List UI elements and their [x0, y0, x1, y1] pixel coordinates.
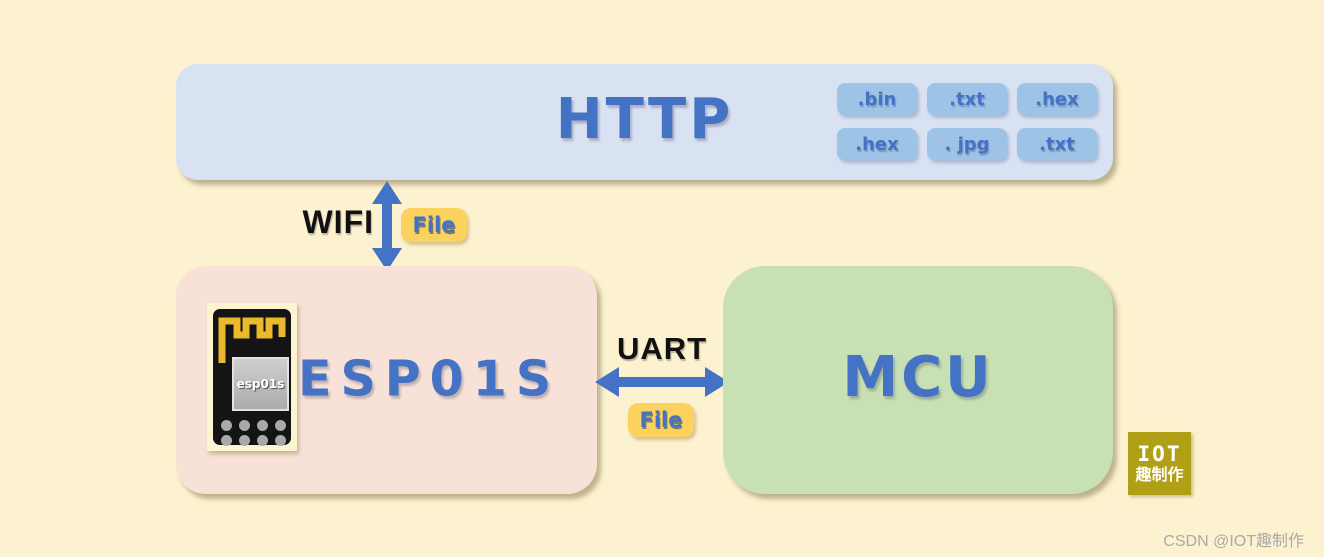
- extension-badge: .bin: [837, 83, 917, 115]
- pin: [257, 435, 268, 446]
- esp01s-chip-die: esp01s: [232, 357, 289, 411]
- esp01s-block: esp01s ESP01S: [176, 266, 597, 494]
- mcu-block-title: MCU: [842, 344, 994, 410]
- antenna-trace-icon: [218, 317, 286, 363]
- pin: [275, 420, 286, 431]
- chip-pins: [221, 420, 295, 446]
- pin: [257, 420, 268, 431]
- esp01s-block-title: ESP01S: [298, 350, 561, 408]
- pin: [239, 420, 250, 431]
- esp01s-chip-graphic: esp01s: [207, 303, 297, 451]
- logo-text-line1: IOT: [1137, 442, 1182, 466]
- chip-die-label: esp01s: [236, 377, 285, 391]
- pin: [239, 435, 250, 446]
- iot-maker-logo: IOT 趣制作: [1128, 432, 1191, 495]
- logo-text-line2: 趣制作: [1135, 465, 1184, 484]
- extension-badge: .hex: [837, 128, 917, 160]
- extension-badge: .txt: [927, 83, 1007, 115]
- http-block-title: HTTP: [555, 86, 734, 152]
- file-extension-badges: .bin .txt .hex .hex . jpg .txt: [837, 83, 1097, 160]
- extension-badge: . jpg: [927, 128, 1007, 160]
- vertical-double-arrow-icon: [372, 181, 402, 271]
- esp01s-board: esp01s: [213, 309, 291, 446]
- uart-file-badge: File: [628, 403, 694, 437]
- pin: [221, 420, 232, 431]
- wifi-link-label: WIFI: [302, 204, 374, 240]
- horizontal-double-arrow-icon: [595, 367, 729, 397]
- csdn-watermark: CSDN @IOT趣制作: [1163, 533, 1304, 550]
- http-server-block: HTTP .bin .txt .hex .hex . jpg .txt: [176, 64, 1113, 180]
- uart-link-label: UART: [616, 331, 708, 366]
- extension-badge: .txt: [1017, 128, 1097, 160]
- wifi-file-badge: File: [401, 208, 467, 242]
- pin: [221, 435, 232, 446]
- pin: [275, 435, 286, 446]
- mcu-block: MCU: [723, 266, 1113, 494]
- extension-badge: .hex: [1017, 83, 1097, 115]
